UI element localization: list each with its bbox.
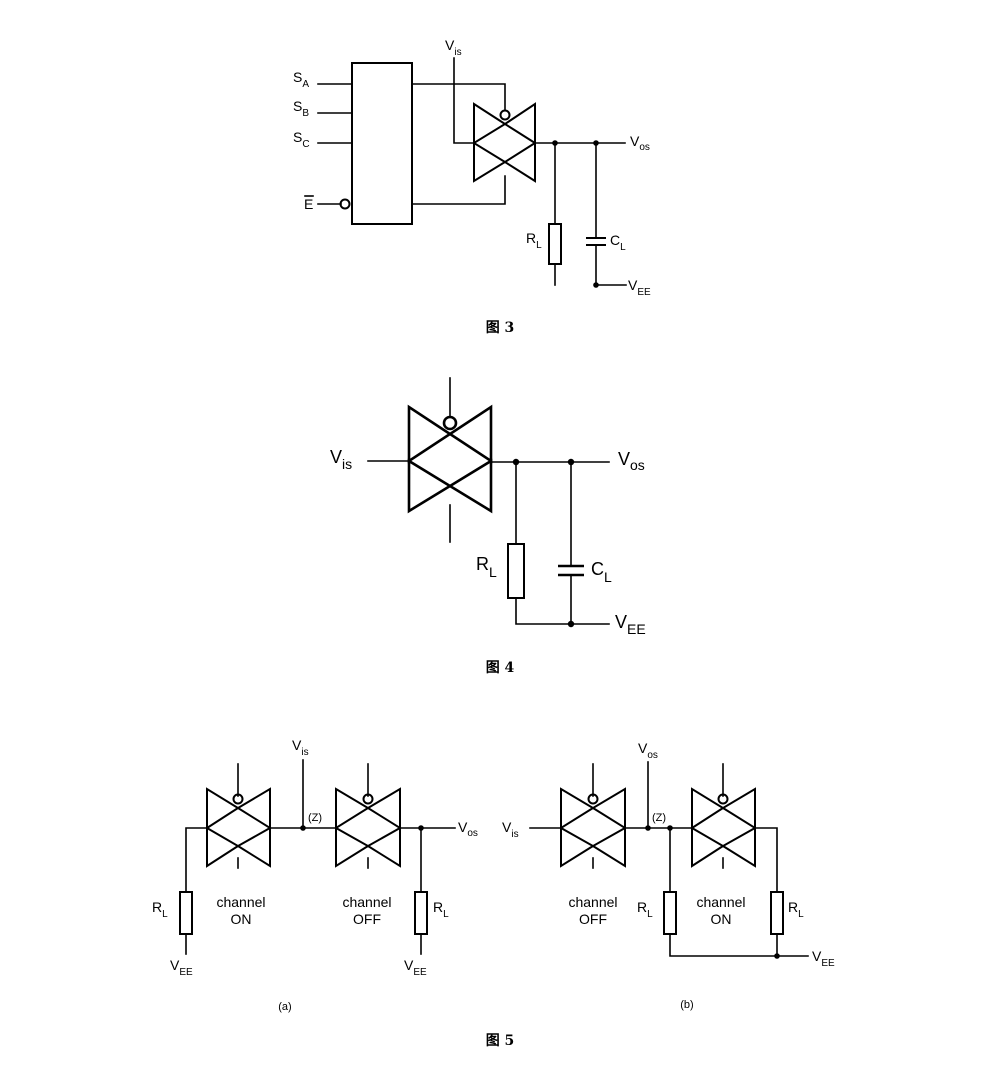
label-cl: CL <box>610 232 626 253</box>
vis-wire <box>453 57 475 144</box>
figure-5b: Vos Vis (Z) RL <box>502 740 835 1011</box>
label-vis: Vis <box>445 37 462 58</box>
resistor-rl <box>548 223 562 265</box>
label-sa: SA <box>293 69 309 90</box>
rl-to-vee-wire <box>515 597 610 625</box>
label-vee-right: VEE <box>404 957 427 978</box>
label-channel-left-line2: ON <box>231 911 252 927</box>
label-vee: VEE <box>812 948 835 969</box>
label-rl-left: RL <box>637 899 653 920</box>
label-z: (Z) <box>308 812 322 824</box>
figure-5a: Vis (Z) RL VEE Vos <box>152 737 478 1013</box>
resistor-rl-right <box>770 891 784 935</box>
label-vis: Vis <box>502 819 519 840</box>
label-vos: Vos <box>458 819 478 839</box>
label-rl-right: RL <box>433 899 449 920</box>
label-vos: Vos <box>618 449 645 473</box>
label-channel-left-line1: channel <box>568 894 617 910</box>
junction-dot <box>774 953 780 959</box>
label-cl: CL <box>591 559 612 585</box>
gate-wire-bottom <box>411 175 506 205</box>
e-inversion-bubble <box>339 198 351 210</box>
label-channel-right-line1: channel <box>342 894 391 910</box>
label-vis: Vis <box>292 737 309 758</box>
label-rl-right: RL <box>788 899 804 920</box>
label-vis: Vis <box>330 447 352 472</box>
resistor-rl-right <box>414 891 428 935</box>
label-rl: RL <box>476 554 497 580</box>
resistor-rl-left <box>663 891 677 935</box>
label-e: E <box>304 196 313 212</box>
transmission-gate-right <box>335 763 401 869</box>
junction-dot <box>567 620 575 628</box>
transmission-gate-right <box>691 763 756 869</box>
junction-dot <box>645 825 651 831</box>
left-rl-wire-top <box>185 827 208 893</box>
label-vos: Vos <box>638 740 658 761</box>
label-vee-left: VEE <box>170 957 193 978</box>
gate-wire-top <box>411 83 506 111</box>
vee-bus-wire <box>669 933 809 957</box>
label-vee: VEE <box>615 612 646 637</box>
right-rl-wire-top <box>754 827 778 893</box>
transmission-gate-left <box>560 763 626 869</box>
label-rl-left: RL <box>152 899 168 920</box>
subfigure-label-a: (a) <box>278 1001 291 1013</box>
figure-3-caption: 图 3 <box>486 320 515 336</box>
junction-dot <box>593 282 599 288</box>
label-channel-right-line1: channel <box>696 894 745 910</box>
transmission-gate-switch <box>407 377 493 543</box>
junction-dot <box>300 825 306 831</box>
label-rl: RL <box>526 230 542 251</box>
label-z: (Z) <box>652 812 666 824</box>
transmission-gate-switch <box>473 102 536 183</box>
decoder-block <box>351 62 413 225</box>
figure-5-caption: 图 5 <box>486 1033 515 1049</box>
label-sb: SB <box>293 98 309 119</box>
label-vee: VEE <box>628 277 651 298</box>
label-channel-right-line2: OFF <box>353 911 381 927</box>
figure-4-caption: 图 4 <box>486 660 515 676</box>
label-channel-right-line2: ON <box>711 911 732 927</box>
transmission-gate-left <box>206 763 271 869</box>
label-sc: SC <box>293 129 310 150</box>
figure-3: SA SB SC E Vis Vos RL <box>293 37 651 336</box>
subfigure-label-b: (b) <box>680 999 693 1011</box>
label-channel-left-line2: OFF <box>579 911 607 927</box>
label-vos: Vos <box>630 133 650 153</box>
label-channel-left-line1: channel <box>216 894 265 910</box>
resistor-rl-left <box>179 891 193 935</box>
resistor-rl <box>507 543 525 599</box>
figure-4: Vis Vos RL CL VEE 图 4 <box>330 377 646 676</box>
